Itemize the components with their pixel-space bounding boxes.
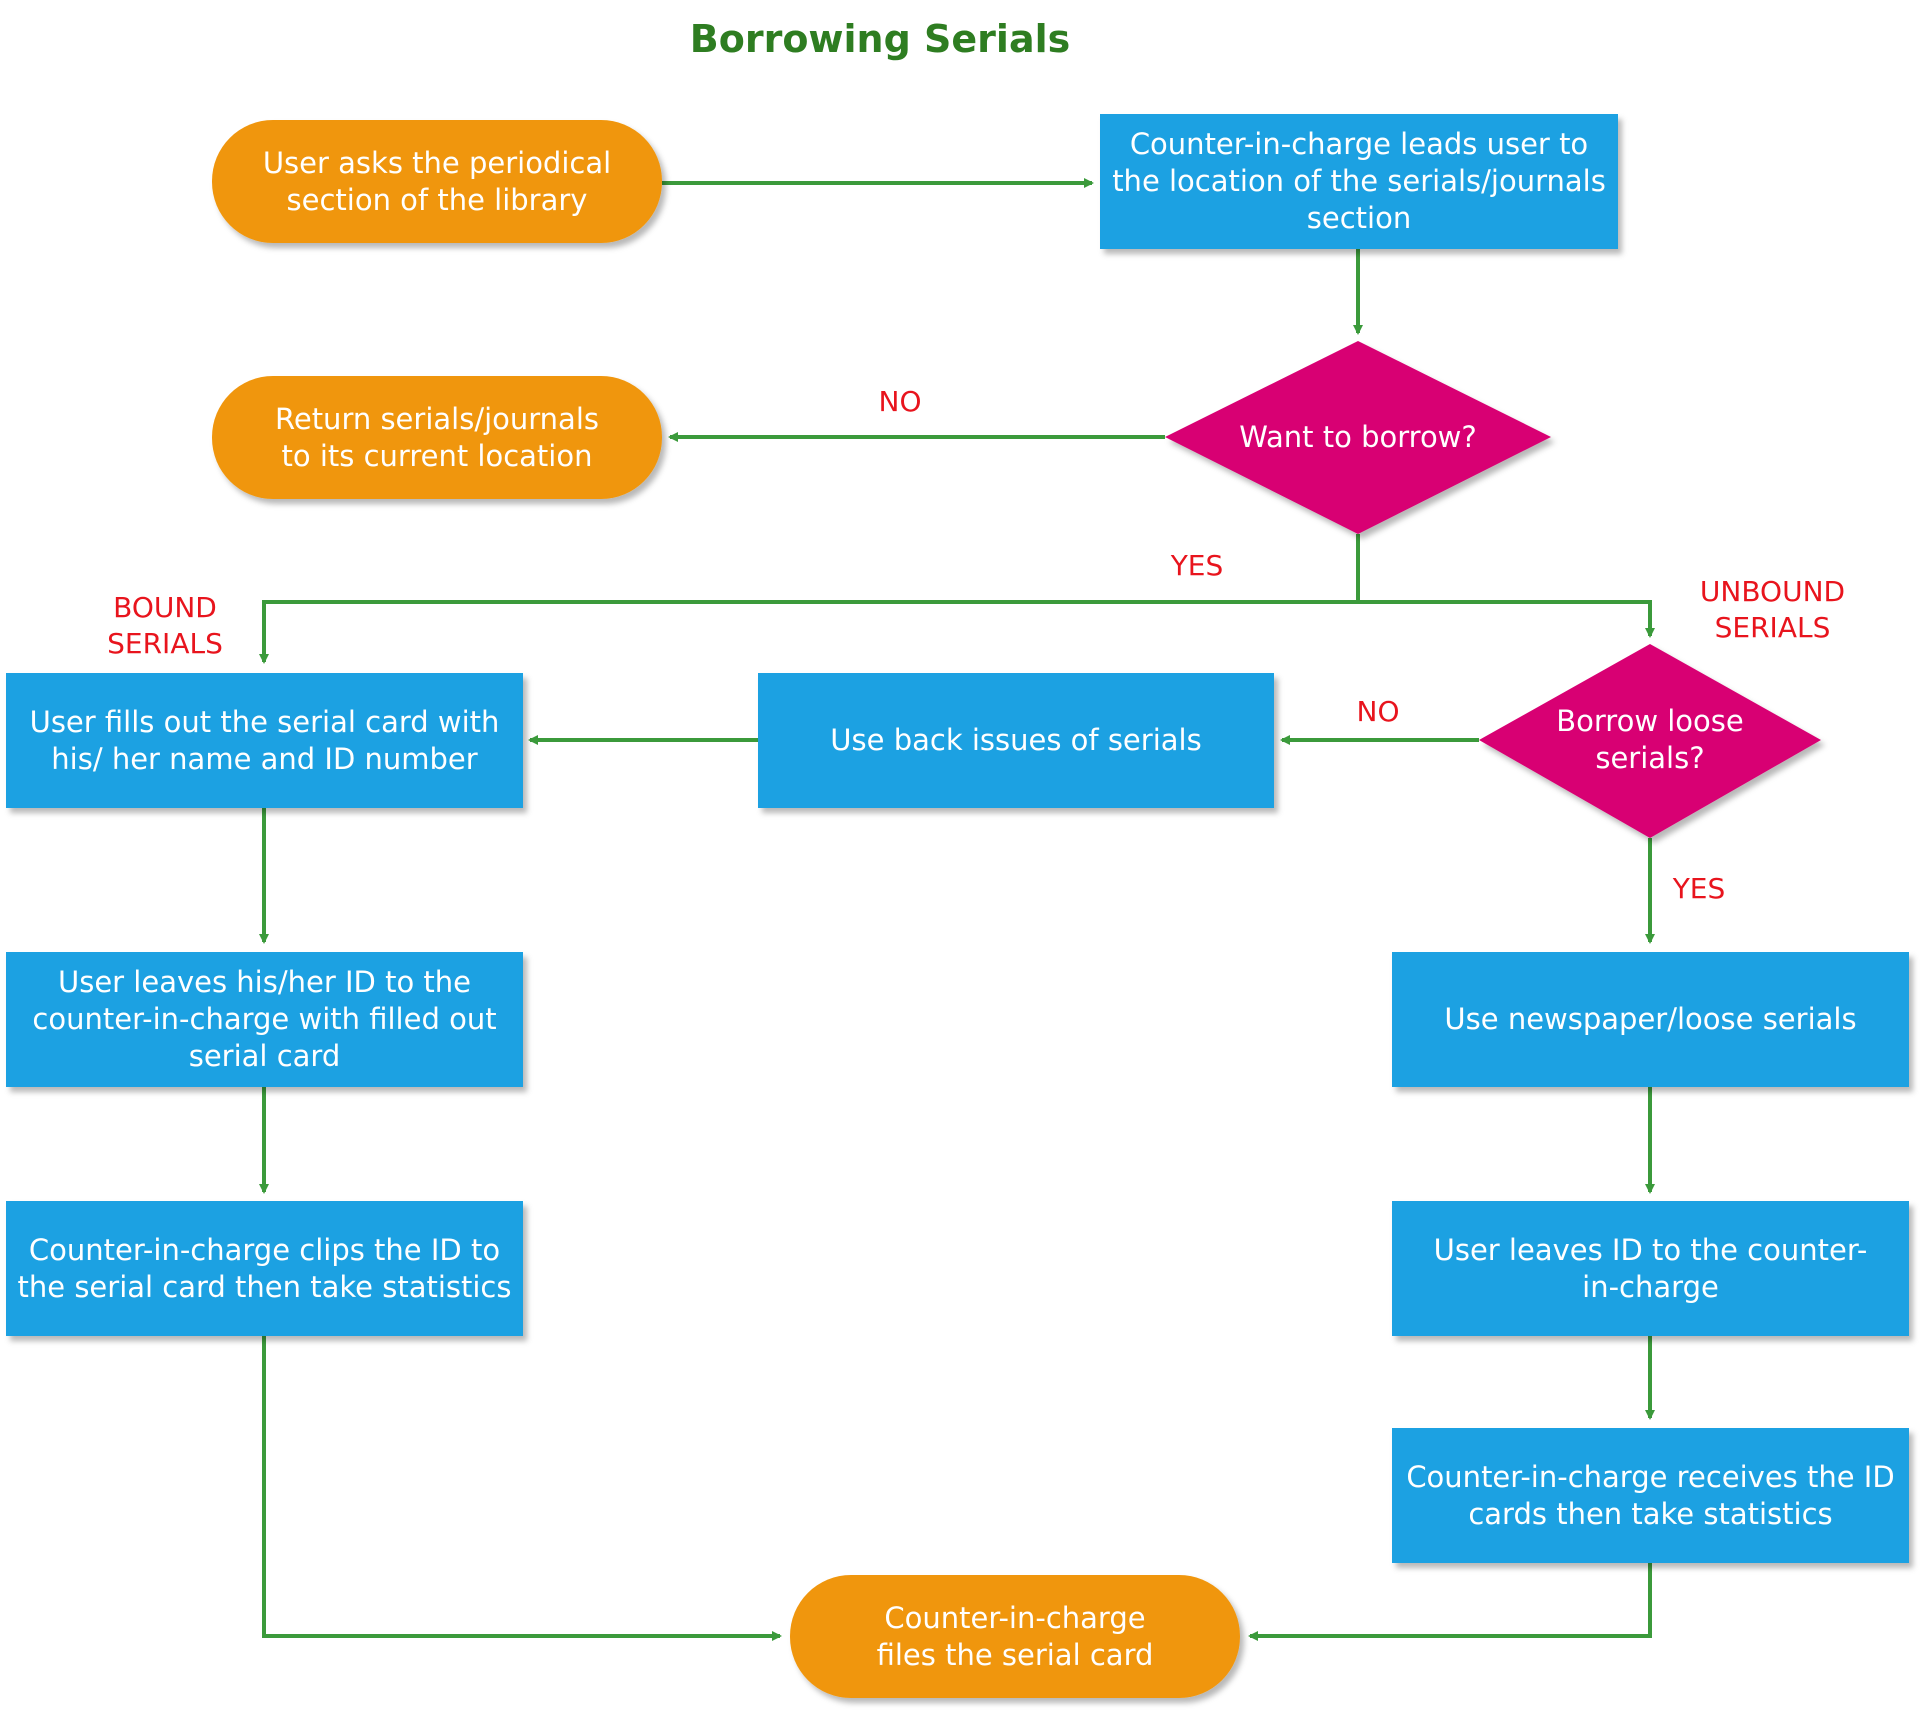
node-newspaper-shape <box>1392 952 1909 1087</box>
node-start-shape <box>212 120 662 243</box>
label-bound-serials: BOUND SERIALS <box>107 591 223 660</box>
label-no-want-borrow: NO <box>878 385 922 418</box>
edge-clip-to-files <box>262 1336 782 1641</box>
edge-receive-to-files <box>1248 1563 1652 1641</box>
node-files-card-shape <box>790 1575 1240 1698</box>
label-yes-borrow-loose: YES <box>1672 872 1726 905</box>
node-want-borrow-shape <box>1165 341 1551 534</box>
edge-yes-to-unbound <box>1358 600 1655 638</box>
diagram-title: Borrowing Serials <box>689 17 1071 61</box>
node-receive-id-shape <box>1392 1428 1909 1563</box>
node-return-shape <box>212 376 662 499</box>
node-back-issues-shape <box>758 673 1274 808</box>
node-leave-id-card-shape <box>6 952 523 1087</box>
label-yes-want-borrow: YES <box>1170 549 1224 582</box>
label-no-borrow-loose: NO <box>1356 695 1400 728</box>
edge-yes-to-bound <box>259 600 1358 664</box>
node-clip-id-shape <box>6 1201 523 1336</box>
node-lead-user-shape <box>1100 114 1618 249</box>
node-fill-card-shape <box>6 673 523 808</box>
node-borrow-loose-shape <box>1479 644 1821 838</box>
node-leave-id-shape <box>1392 1201 1909 1336</box>
label-unbound-serials: UNBOUND SERIALS <box>1699 575 1846 644</box>
